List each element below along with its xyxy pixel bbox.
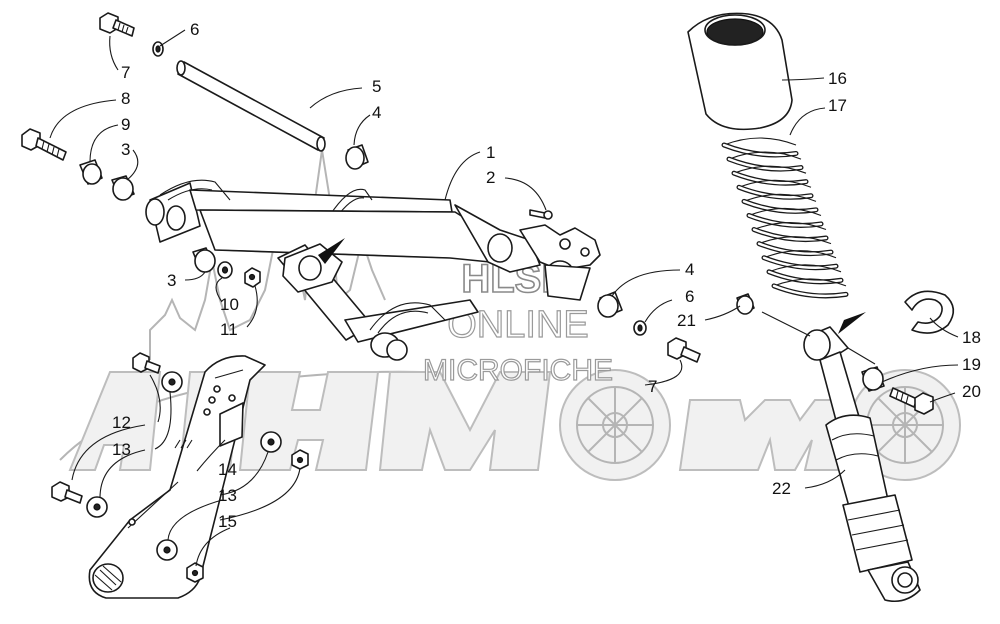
callout-9: 9 xyxy=(121,115,130,134)
spring-coil-highlight xyxy=(772,284,848,298)
callout-7-top: 7 xyxy=(121,63,130,82)
callout-2: 2 xyxy=(486,168,495,187)
callout-20: 20 xyxy=(962,382,981,401)
callout-1: 1 xyxy=(486,143,495,162)
callout-16: 16 xyxy=(828,69,847,88)
callout-17: 17 xyxy=(828,96,847,115)
coil-spring xyxy=(721,137,849,299)
callout-labels: 6 7 5 4 1 2 8 9 3 3 10 11 4 6 21 7 16 17… xyxy=(112,20,981,531)
bushing-3-upper xyxy=(111,175,135,201)
spring-coil-highlight xyxy=(722,143,798,157)
spring-coil-back xyxy=(743,193,817,202)
shaft xyxy=(176,60,326,152)
spring-coil-highlight xyxy=(767,270,843,283)
spring-coil-highlight xyxy=(737,186,813,199)
spring-coil-back xyxy=(733,165,807,174)
callout-7-right: 7 xyxy=(648,377,657,396)
bolt-right xyxy=(667,337,701,363)
bushing-21 xyxy=(736,293,755,315)
callout-3-upper: 3 xyxy=(121,140,130,159)
spring-coil-highlight xyxy=(727,157,803,171)
callout-4-lower: 4 xyxy=(685,260,694,279)
callout-4-upper: 4 xyxy=(372,103,381,122)
bolt-12 xyxy=(132,352,161,374)
bolt-12-lower xyxy=(51,481,83,504)
callout-19: 19 xyxy=(962,355,981,374)
callout-18: 18 xyxy=(962,328,981,347)
bolt-left xyxy=(21,128,67,161)
spring-coil-back xyxy=(748,207,822,216)
callout-21: 21 xyxy=(677,311,696,330)
spring-coil-back xyxy=(758,236,832,245)
spring-coil-highlight xyxy=(732,171,808,185)
nut-15b xyxy=(186,562,204,583)
spring-coil-back xyxy=(768,264,842,273)
callout-10: 10 xyxy=(220,295,239,314)
spring-coil-highlight xyxy=(752,228,828,241)
grease-fitting xyxy=(529,209,553,220)
bushing-19 xyxy=(861,366,885,392)
bolt-top xyxy=(99,12,135,37)
spring-coil-back xyxy=(773,278,847,287)
callout-3-lower: 3 xyxy=(167,271,176,290)
bushing-9 xyxy=(79,159,103,185)
spring-coil-back xyxy=(753,222,827,231)
callout-13-upper: 13 xyxy=(112,440,131,459)
spring-coil-highlight xyxy=(747,214,823,227)
spring-retainer xyxy=(904,290,955,334)
limiter-strap xyxy=(88,355,266,599)
callout-14: 14 xyxy=(218,460,237,479)
callout-6-top: 6 xyxy=(190,20,199,39)
swing-arm xyxy=(145,179,601,361)
callout-8: 8 xyxy=(121,89,130,108)
spring-coil-highlight xyxy=(757,242,833,255)
nut-11 xyxy=(244,267,261,288)
callout-13-lower: 13 xyxy=(218,486,237,505)
dust-boot xyxy=(687,12,793,131)
shock-absorber xyxy=(803,326,921,603)
pointer-triangle-right xyxy=(838,312,866,334)
spring-coil-back xyxy=(763,250,837,259)
callout-6-right: 6 xyxy=(685,287,694,306)
bushing-3-lower xyxy=(192,247,216,273)
bushing-lower xyxy=(597,291,623,318)
spring-coil-back xyxy=(738,179,812,188)
nut-15a xyxy=(291,449,309,470)
pointer-triangle-left xyxy=(318,238,345,264)
callout-15: 15 xyxy=(218,512,237,531)
bushing-upper xyxy=(345,144,369,170)
watermark-line3: MICROFICHE xyxy=(423,354,613,387)
spring-coil-highlight xyxy=(742,200,818,213)
spring-coil-back xyxy=(728,151,802,160)
callout-5: 5 xyxy=(372,77,381,96)
callout-12: 12 xyxy=(112,413,131,432)
spring-coil-highlight xyxy=(762,256,838,269)
bolt-20 xyxy=(889,387,934,415)
callout-11: 11 xyxy=(220,320,238,339)
callout-22: 22 xyxy=(772,479,791,498)
spring-coil-back xyxy=(723,137,797,146)
leader-lines xyxy=(49,29,959,567)
